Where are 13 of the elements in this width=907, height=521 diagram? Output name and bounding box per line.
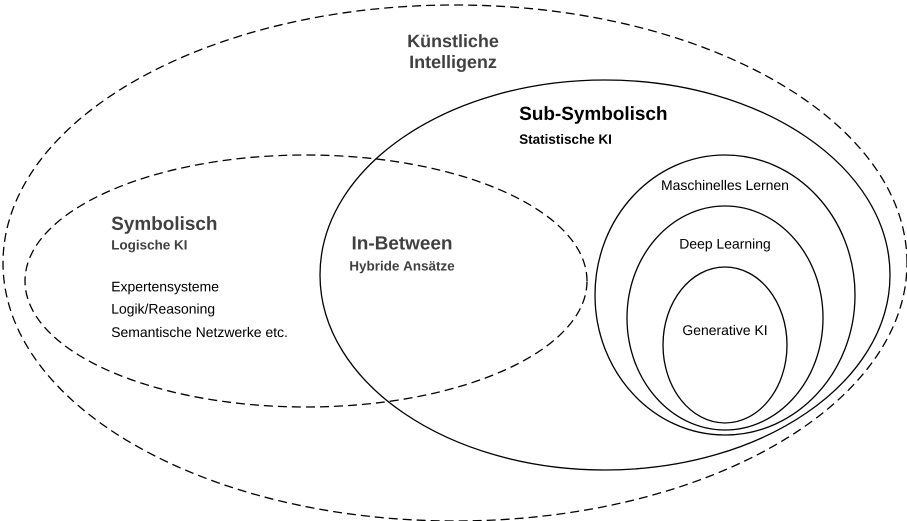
list-item: Logik/Reasoning [112, 304, 214, 316]
set-title: Sub-Symbolisch [520, 106, 666, 124]
set-label: Generative KI [683, 324, 766, 336]
region-subtitle: Hybride Ansätze [350, 260, 454, 274]
list-item: Semantische Netzwerke etc. [112, 326, 287, 338]
set-title: Symbolisch [112, 216, 216, 234]
set-label: Maschinelles Lernen [662, 180, 788, 190]
set-subtitle: Statistische KI [520, 134, 611, 144]
list-item: Expertensysteme [112, 282, 218, 294]
set-subtitle: Logische KI [112, 240, 187, 252]
set-title: Künstliche Intelligenz [408, 34, 498, 72]
region-title: In-Between [352, 236, 452, 250]
set-label: Deep Learning [680, 238, 770, 252]
